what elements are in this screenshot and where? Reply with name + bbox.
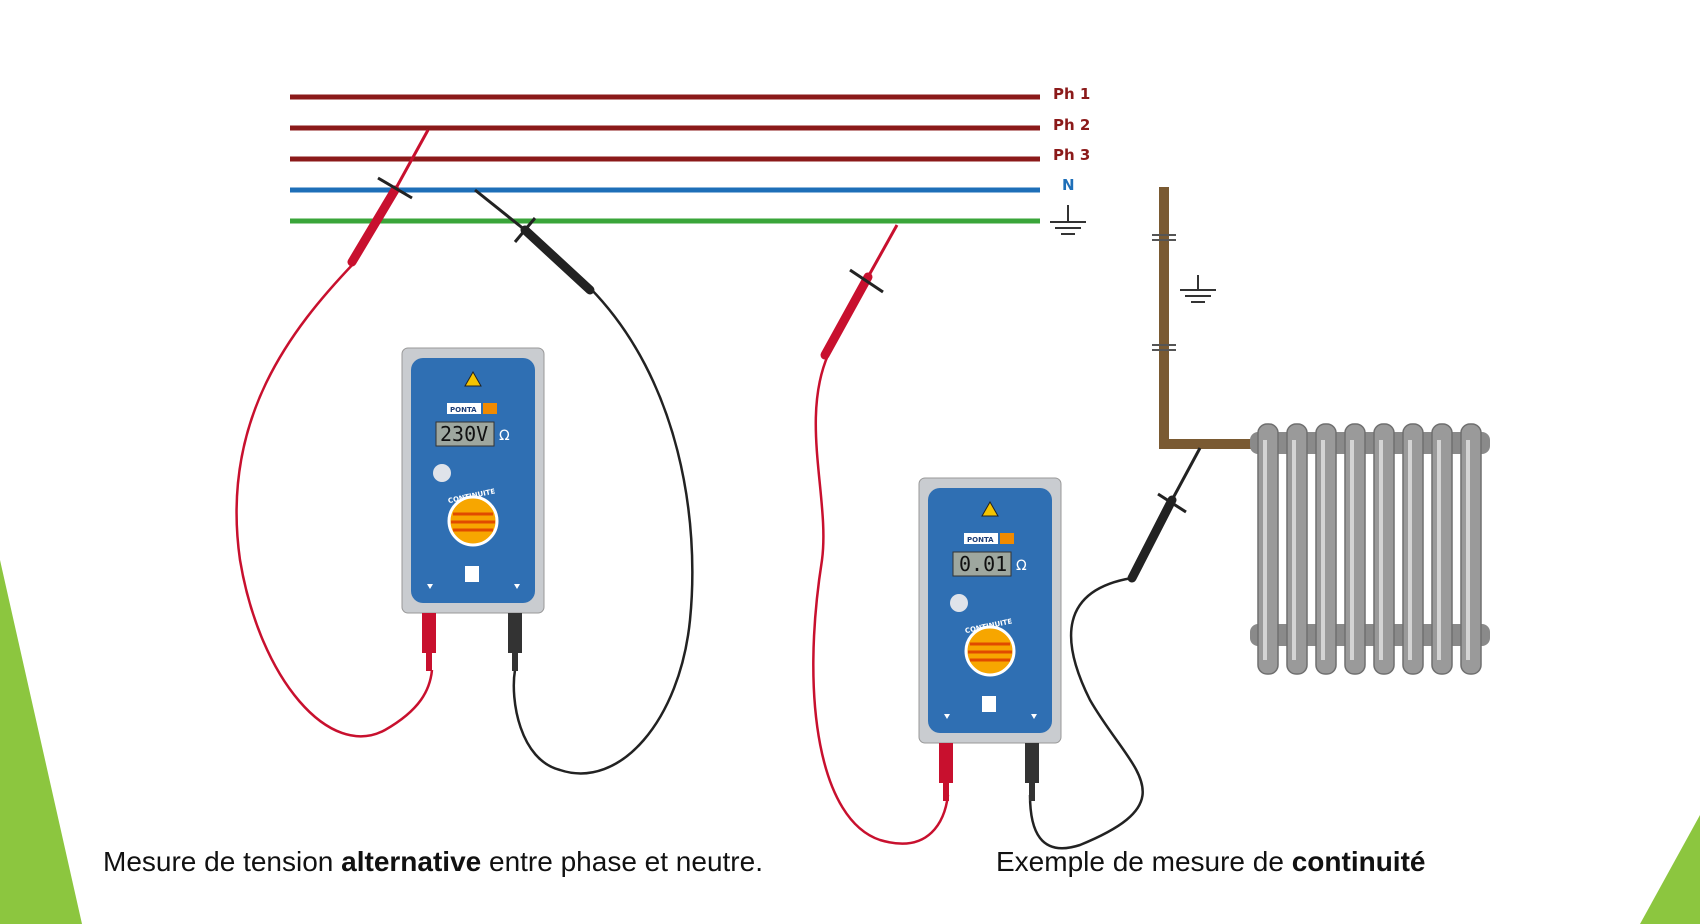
caption-left-post: entre phase et neutre. (481, 846, 763, 877)
radiator-column-highlight (1292, 440, 1296, 660)
radiator-column (1286, 423, 1308, 675)
radiator (1250, 423, 1490, 675)
tester-right: PONTA 0.01 Ω CONTINUITE (918, 477, 1062, 801)
tester-right-display: 0.01 (959, 552, 1007, 576)
radiator-column (1431, 423, 1453, 675)
busbar-group: Ph 1 Ph 2 Ph 3 N (290, 85, 1090, 235)
radiator-column-highlight (1321, 440, 1325, 660)
busbar-label-ph1: Ph 1 (1053, 85, 1090, 103)
radiator-column-highlight (1379, 440, 1383, 660)
radiator-column (1460, 423, 1482, 675)
wire-red-right (812, 354, 950, 845)
radiator-bottom-manifold (1250, 624, 1490, 646)
tester-left-display: 230V (440, 422, 488, 446)
tester-left-unit: Ω (499, 428, 510, 444)
tester-right-unit: Ω (1016, 558, 1027, 574)
caption-left-pre: Mesure de tension (103, 846, 342, 877)
radiator-column-highlight (1350, 440, 1354, 660)
wire-black-right (1028, 576, 1144, 850)
ground-pipe (1152, 187, 1260, 449)
tester-left: PONTA 230V Ω CONTINUITE (401, 347, 545, 671)
radiator-column-highlight (1263, 440, 1267, 660)
test-led (433, 464, 451, 482)
corner-accent-left (0, 560, 82, 924)
caption-right-bold: continuité (1291, 846, 1426, 877)
pipe-ground-icon (1180, 275, 1216, 303)
warning-icon (464, 370, 482, 387)
caption-left-bold: alternative (341, 846, 482, 877)
tester-left-brand: PONTA (450, 406, 477, 414)
radiator-column-highlight (1466, 440, 1470, 660)
radiator-top-manifold (1250, 432, 1490, 454)
wire-black-left (512, 287, 694, 775)
radiator-column (1315, 423, 1337, 675)
radiator-column (1402, 423, 1424, 675)
probe-red-left (347, 129, 430, 267)
warning-icon (981, 500, 999, 517)
radiator-column-highlight (1437, 440, 1441, 660)
radiator-column (1257, 423, 1279, 675)
caption-right-pre: Exemple de mesure de (996, 846, 1292, 877)
tester-right-brand: PONTA (967, 536, 994, 544)
caption-continuity-measurement: Exemple de mesure de continuité (996, 846, 1425, 878)
probe-black-right (1127, 447, 1202, 583)
radiator-column-highlight (1408, 440, 1412, 660)
wire-red-left (235, 261, 434, 738)
wires (235, 261, 1144, 850)
caption-ac-voltage-measurement: Mesure de tension alternative entre phas… (103, 846, 763, 878)
busbar-label-ph2: Ph 2 (1053, 116, 1090, 134)
probe-red-right (820, 224, 899, 360)
radiator-column (1373, 423, 1395, 675)
test-led (950, 594, 968, 612)
probe-black-left (474, 188, 595, 295)
radiator-column (1344, 423, 1366, 675)
busbar-label-n: N (1062, 176, 1075, 194)
busbar-label-ph3: Ph 3 (1053, 146, 1090, 164)
corner-accent-right (1640, 815, 1700, 924)
ground-icon (1050, 205, 1086, 235)
